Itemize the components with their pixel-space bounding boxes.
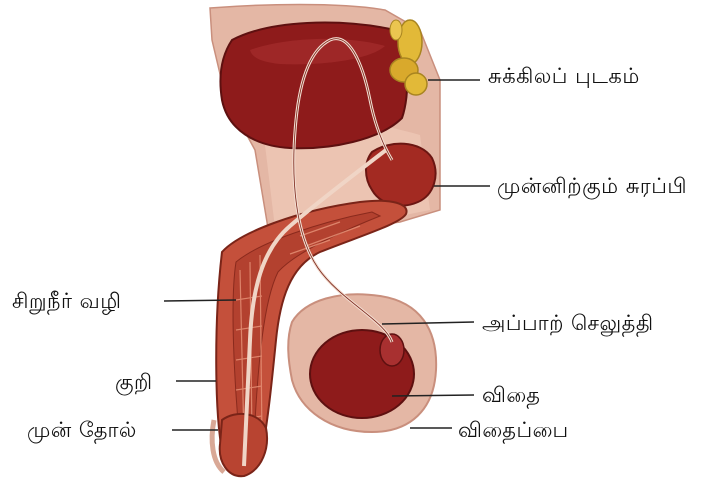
label-prostate: முன்னிற்கும் சுரப்பி <box>497 174 687 201</box>
leader-testis <box>392 395 474 396</box>
label-penis: குறி <box>115 370 153 397</box>
leader-urethra <box>164 300 236 301</box>
label-scrotum: விதைப்பை <box>458 418 569 445</box>
label-urethra: சிறுநீர் வழி <box>12 289 121 316</box>
label-foreskin: முன் தோல் <box>27 418 137 445</box>
label-testis: விதை <box>482 383 540 410</box>
prostate-gland <box>366 144 436 206</box>
label-seminal-vesicle: சுக்கிலப் புடகம் <box>488 64 640 91</box>
label-vas-deferens: அப்பாற் செலுத்தி <box>482 311 654 338</box>
